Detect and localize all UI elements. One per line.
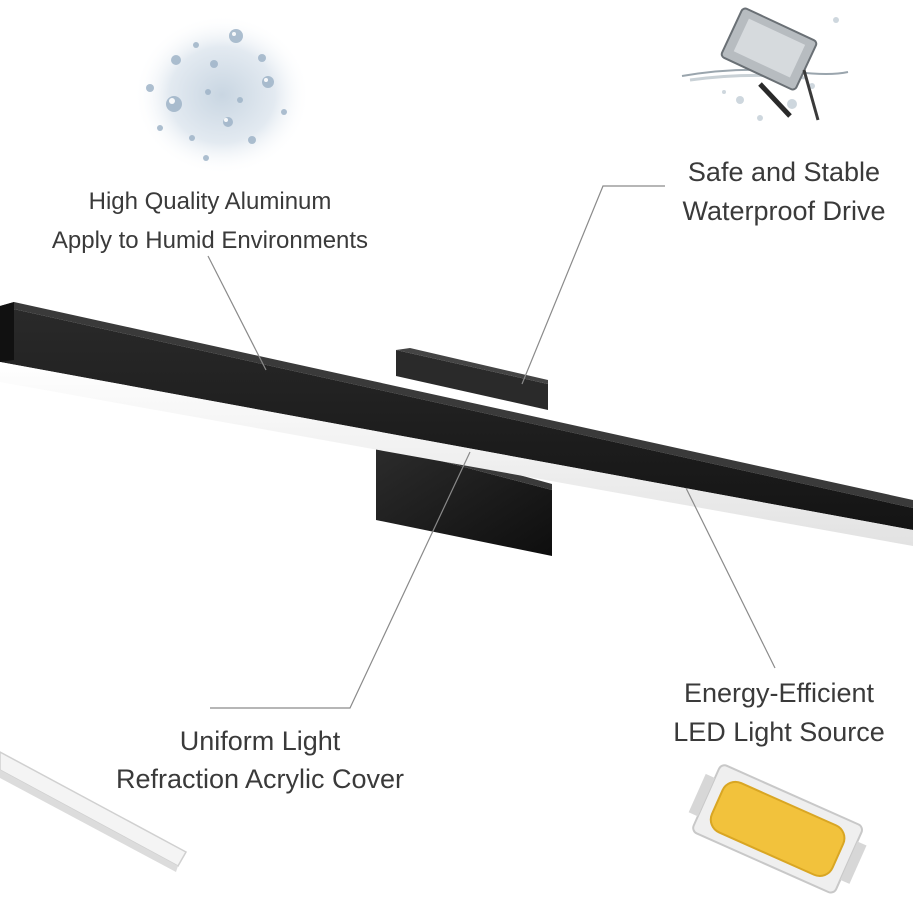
feature-led-line2: LED Light Source [673, 717, 885, 747]
led-chip-icon [688, 764, 867, 894]
leader-line-led [685, 487, 776, 669]
waterproof-driver-icon [681, 7, 849, 121]
leader-lines [207, 185, 776, 709]
feature-aluminum-line1: High Quality Aluminum [88, 188, 332, 215]
wall-mount-plate [376, 444, 552, 556]
feature-cover-line2: Refraction Acrylic Cover [115, 764, 405, 794]
feature-led-line1: Energy-Efficient [683, 678, 875, 708]
acrylic-strip-icon [0, 751, 188, 872]
leader-line-cover [210, 451, 471, 709]
feature-label-aluminum: High Quality Aluminum Apply to Humid Env… [20, 182, 400, 260]
feature-aluminum-line2: Apply to Humid Environments [51, 227, 369, 254]
feature-cover-line1: Uniform Light [179, 726, 341, 756]
acrylic-diffuser [0, 362, 913, 546]
mount-bracket [396, 350, 548, 410]
feature-drive-line2: Waterproof Drive [682, 196, 886, 226]
feature-label-drive: Safe and Stable Waterproof Drive [655, 153, 913, 231]
vanity-light-fixture [0, 302, 913, 556]
feature-label-led: Energy-Efficient LED Light Source [645, 674, 913, 752]
aluminum-bar [0, 302, 913, 508]
feature-drive-line1: Safe and Stable [687, 157, 881, 187]
feature-label-cover: Uniform Light Refraction Acrylic Cover [80, 722, 440, 798]
leader-line-drive [521, 185, 665, 385]
leader-line-aluminum [207, 255, 267, 371]
water-droplets-icon [134, 15, 310, 175]
